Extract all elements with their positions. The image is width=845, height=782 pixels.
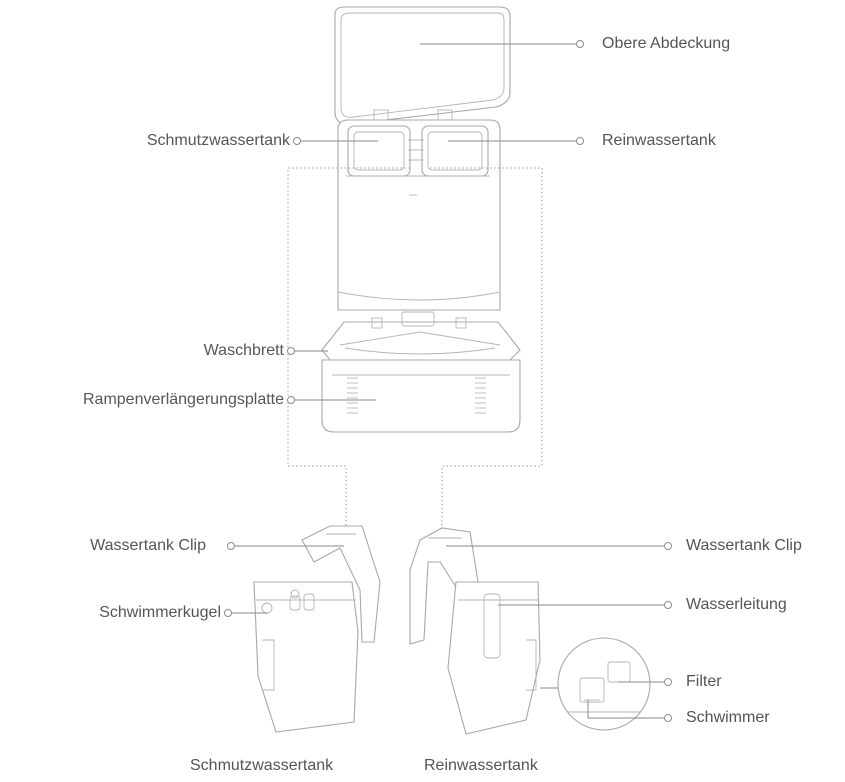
label-wash-board: Waschbrett	[203, 342, 284, 359]
label-ramp-extension: Rampenverlängerungsplatte	[82, 391, 284, 408]
caption-dirty-tank: Schmutzwassertank	[190, 757, 334, 774]
label-clean-tank-top: Reinwassertank	[602, 132, 716, 149]
station-base	[321, 359, 521, 433]
label-float-ball: Schwimmerkugel	[99, 604, 221, 621]
label-top-cover: Obere Abdeckung	[602, 35, 731, 52]
label-float: Schwimmer	[686, 709, 770, 726]
label-dirty-tank-top: Schmutzwassertank	[146, 132, 290, 149]
label-filter: Filter	[686, 673, 722, 690]
label-tank-clip-left: Wassertank Clip	[90, 537, 206, 554]
clean-tank-lid	[409, 527, 479, 645]
dirty-tank-illustration	[253, 525, 381, 733]
caption-clean-tank: Reinwassertank	[424, 757, 538, 774]
explode-guides	[287, 167, 543, 530]
dirty-tank-lid	[301, 525, 381, 643]
label-water-pipe: Wasserleitung	[686, 596, 787, 613]
dirty-tank-inserted	[347, 125, 411, 177]
clean-tank-inserted	[421, 125, 489, 177]
dirty-tank-body	[253, 581, 359, 733]
base-station	[321, 6, 521, 433]
top-cover	[334, 6, 511, 125]
leader-lines	[224, 40, 672, 722]
clean-tank-illustration	[409, 527, 651, 735]
label-tank-clip-right: Wassertank Clip	[686, 537, 802, 554]
